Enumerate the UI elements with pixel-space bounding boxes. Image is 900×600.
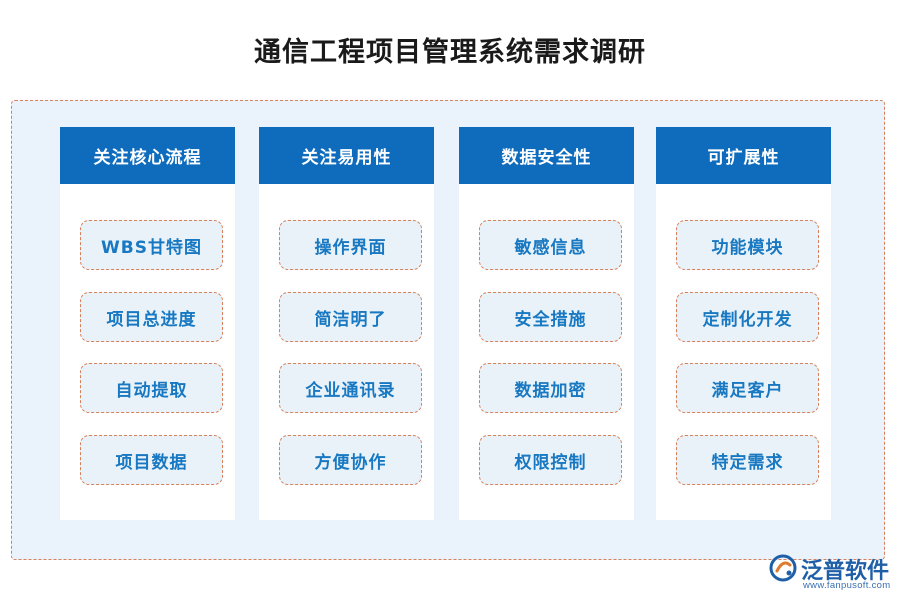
item-box: 方便协作: [279, 435, 422, 485]
diagram-title: 通信工程项目管理系统需求调研: [254, 37, 646, 68]
item-box: 权限控制: [479, 435, 622, 485]
fanpu-logo: 泛普软件 www.fanpusoft.com: [768, 553, 896, 595]
item-box: 简洁明了: [279, 292, 422, 342]
item-box: 满足客户: [676, 363, 819, 413]
column-core-process: 关注核心流程 WBS甘特图 项目总进度 自动提取 项目数据: [60, 127, 235, 520]
column-header: 关注易用性: [259, 127, 434, 184]
column-header: 关注核心流程: [60, 127, 235, 184]
column-data-security: 数据安全性 敏感信息 安全措施 数据加密 权限控制: [459, 127, 634, 520]
item-box: 敏感信息: [479, 220, 622, 270]
item-box: 功能模块: [676, 220, 819, 270]
item-box: 项目总进度: [80, 292, 223, 342]
column-usability: 关注易用性 操作界面 简洁明了 企业通讯录 方便协作: [259, 127, 434, 520]
column-header: 可扩展性: [656, 127, 831, 184]
logo-name: 泛普软件: [801, 559, 890, 584]
item-box: 定制化开发: [676, 292, 819, 342]
fanpu-logo-icon: [769, 554, 797, 582]
item-box: 项目数据: [80, 435, 223, 485]
column-scalability: 可扩展性 功能模块 定制化开发 满足客户 特定需求: [656, 127, 831, 520]
item-box: 安全措施: [479, 292, 622, 342]
item-box: WBS甘特图: [80, 220, 223, 270]
item-box: 特定需求: [676, 435, 819, 485]
column-header: 数据安全性: [459, 127, 634, 184]
item-box: 企业通讯录: [279, 363, 422, 413]
item-box: 自动提取: [80, 363, 223, 413]
item-box: 操作界面: [279, 220, 422, 270]
logo-url: www.fanpusoft.com: [803, 580, 891, 591]
item-box: 数据加密: [479, 363, 622, 413]
